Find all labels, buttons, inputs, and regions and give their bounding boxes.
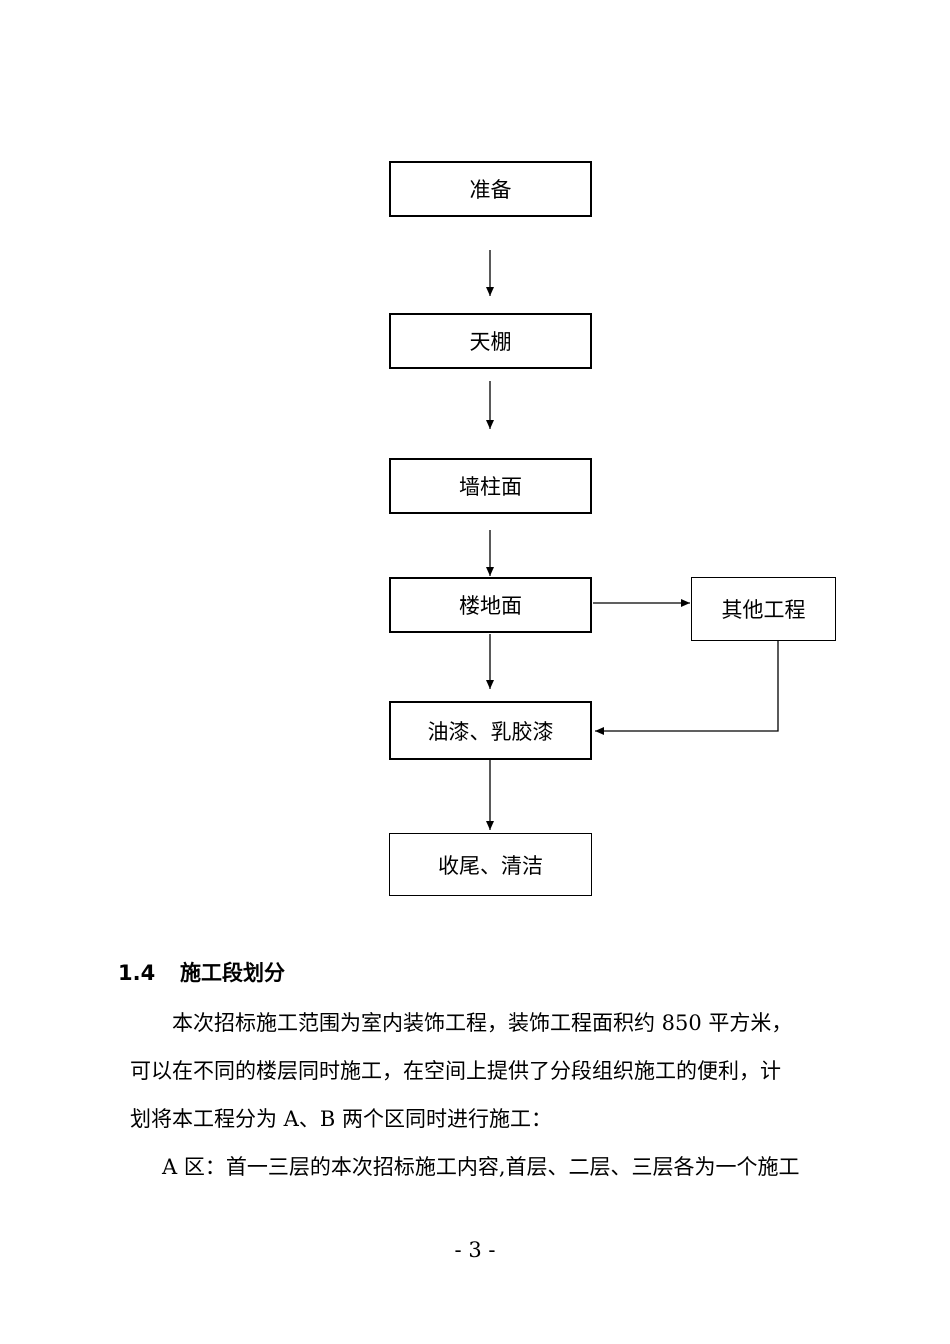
- flow-step-label: 其他工程: [721, 598, 806, 622]
- page-number: - 3 -: [454, 1238, 496, 1262]
- flow-step-prep: 准备: [389, 161, 592, 217]
- flow-step-other-works: 其他工程: [691, 577, 836, 641]
- paragraph-scope: 本次招标施工范围为室内装饰工程，装饰工程面积约 850 平方米， 可以在不同的楼…: [130, 999, 835, 1143]
- line-other-to-paint: [595, 641, 779, 735]
- section-heading: 1.4 施工段划分: [118, 957, 285, 987]
- flow-step-label: 油漆、乳胶漆: [427, 719, 554, 744]
- paragraph-line: 划将本工程分为 A、B 两个区同时进行施工：: [130, 1107, 552, 1131]
- flow-step-label: 收尾、清洁: [438, 853, 543, 878]
- flow-step-finish-clean: 收尾、清洁: [389, 833, 592, 896]
- flow-step-label: 楼地面: [459, 594, 522, 618]
- flow-step-ceiling: 天棚: [389, 313, 592, 369]
- flow-step-label: 天棚: [469, 330, 512, 354]
- paragraph-line: 本次招标施工范围为室内装饰工程，装饰工程面积约 850 平方米，: [172, 1011, 793, 1035]
- flow-step-floor: 楼地面: [389, 577, 592, 633]
- flowchart-connectors: [486, 250, 779, 830]
- flow-step-paint: 油漆、乳胶漆: [389, 701, 592, 760]
- section-title: 施工段划分: [180, 961, 285, 985]
- paragraph-line: A 区：首一三层的本次招标施工内容,首层、二层、三层各为一个施工: [162, 1155, 800, 1179]
- flow-step-wall-column: 墙柱面: [389, 458, 592, 514]
- paragraph-line: 可以在不同的楼层同时施工，在空间上提供了分段组织施工的便利，计: [130, 1059, 781, 1083]
- flow-step-label: 准备: [469, 178, 512, 202]
- flow-step-label: 墙柱面: [459, 475, 522, 499]
- paragraph-zone-a: A 区：首一三层的本次招标施工内容,首层、二层、三层各为一个施工: [130, 1143, 835, 1191]
- section-number: 1.4: [118, 961, 156, 985]
